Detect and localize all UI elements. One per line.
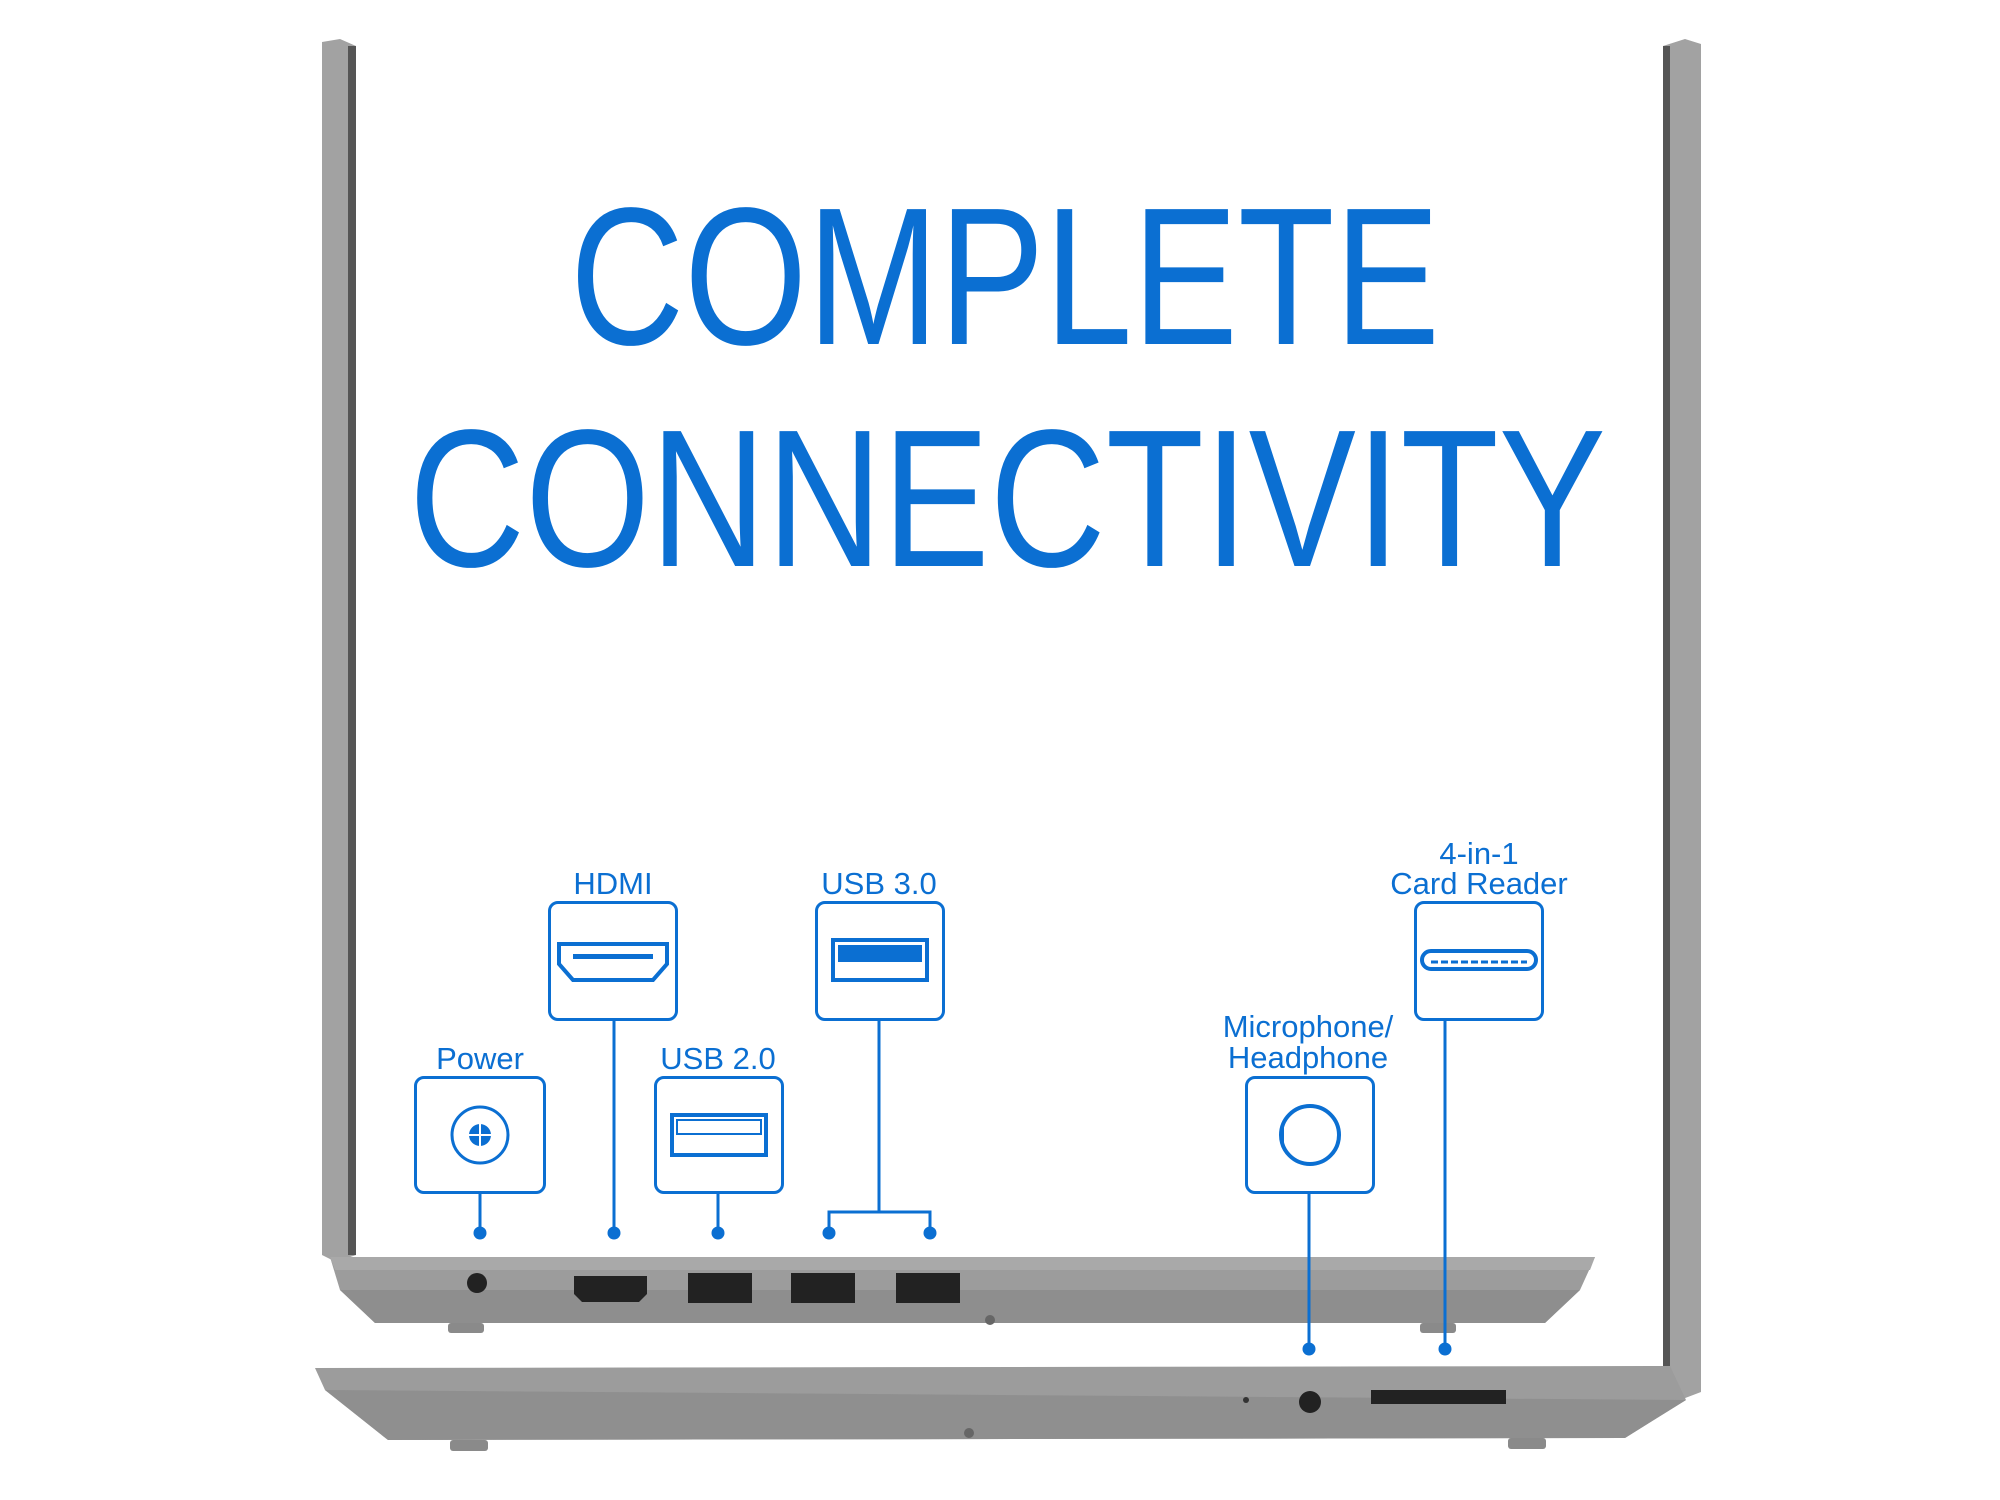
headline-line2: CONNECTIVITY — [409, 389, 1606, 608]
usb3-label: USB 3.0 — [821, 866, 937, 901]
audio-jack-physical — [1299, 1391, 1321, 1413]
hdmi-label: HDMI — [573, 866, 653, 901]
power-port-callout — [414, 1076, 546, 1194]
card-reader-label-line2: Card Reader — [1390, 866, 1568, 901]
power-label: Power — [436, 1041, 524, 1076]
audio-label-line1: Microphone/ — [1222, 1009, 1394, 1044]
usb-2-icon — [670, 1113, 768, 1157]
usb3-port-physical-1 — [791, 1273, 855, 1303]
audio-port-callout — [1245, 1076, 1375, 1194]
hdmi-icon — [557, 942, 669, 982]
power-jack-icon — [450, 1105, 510, 1165]
right-screen-bezel — [1663, 39, 1701, 1400]
hdmi-port-physical — [574, 1276, 647, 1302]
usb2-port-callout — [654, 1076, 784, 1194]
usb2-port-physical — [688, 1273, 752, 1303]
upper-laptop-base — [330, 1257, 1595, 1333]
audio-jack-icon — [1279, 1104, 1341, 1166]
lower-laptop-base — [315, 1366, 1686, 1451]
card-reader-label-line1: 4-in-1 — [1439, 836, 1519, 871]
headline-line1: COMPLETE — [570, 167, 1440, 386]
usb3-port-physical-2 — [896, 1273, 960, 1303]
power-port-physical — [467, 1273, 487, 1293]
usb2-label: USB 2.0 — [660, 1041, 776, 1076]
card-slot-physical — [1371, 1390, 1506, 1404]
hdmi-port-callout — [548, 901, 678, 1021]
usb-3-icon — [831, 938, 929, 982]
card-reader-port-callout — [1414, 901, 1544, 1021]
audio-label-line2: Headphone — [1227, 1040, 1389, 1075]
card-reader-icon — [1420, 949, 1538, 971]
left-screen-bezel — [322, 39, 356, 1262]
connector-lines — [473, 1021, 1452, 1356]
usb3-port-callout — [815, 901, 945, 1021]
